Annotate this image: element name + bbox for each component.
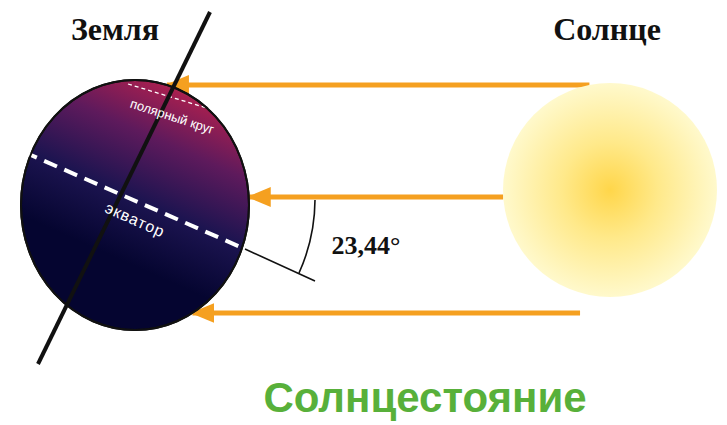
earth-title: Земля <box>71 12 159 47</box>
earth-body <box>21 80 249 330</box>
angle-figure <box>245 200 315 281</box>
sunlight-arrow <box>249 195 503 200</box>
sun-title: Солнце <box>553 12 661 47</box>
angle-value: 23,44° <box>332 232 401 261</box>
sun-body <box>503 83 717 297</box>
earth-axis <box>38 12 210 364</box>
equator-extension <box>245 249 315 281</box>
sun-disc: Солнце <box>503 83 717 297</box>
sunlight-arrow <box>192 311 580 316</box>
sun-shape <box>503 83 717 297</box>
earth-globe: Земляполярный кругэкватор <box>21 80 249 330</box>
sunlight-arrow <box>167 83 589 88</box>
caption-title: Солнцестояние <box>263 375 586 421</box>
earth-outline <box>21 80 249 330</box>
earth-shape <box>21 80 249 330</box>
angle-arc <box>299 200 315 273</box>
